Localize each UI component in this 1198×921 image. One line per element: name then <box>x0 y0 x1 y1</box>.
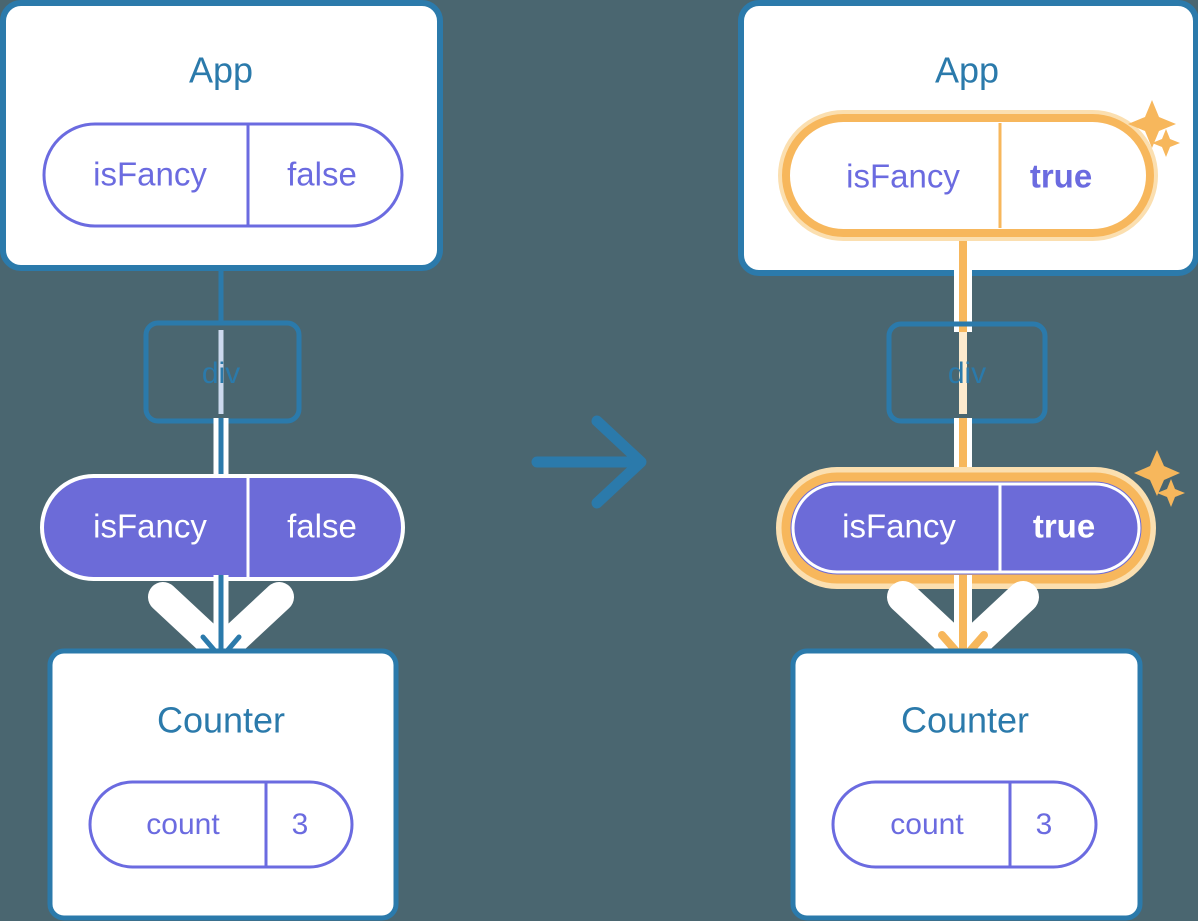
app-title-left: App <box>189 50 253 91</box>
counter-state-pill-value-right: 3 <box>1036 808 1053 841</box>
props-pill-key-left: isFancy <box>93 508 207 545</box>
div-label-right: div <box>948 357 986 390</box>
app-state-pill-key-right: isFancy <box>846 158 960 195</box>
sparkles-icon-props-right <box>1134 450 1185 507</box>
counter-title-right: Counter <box>901 700 1029 741</box>
counter-state-pill-key-left: count <box>146 808 220 841</box>
app-state-pill-value-left: false <box>287 156 357 193</box>
sparkles-icon-app-right <box>1128 100 1180 157</box>
props-pill-key-right: isFancy <box>842 508 956 545</box>
props-pill-value-right: true <box>1033 508 1095 545</box>
app-state-pill-key-left: isFancy <box>93 156 207 193</box>
app-state-pill-value-right: true <box>1030 158 1092 195</box>
app-state-pill-left <box>42 122 404 228</box>
props-pill-value-left: false <box>287 508 357 545</box>
counter-state-pill-value-left: 3 <box>292 808 309 841</box>
props-pill-right <box>791 482 1141 574</box>
app-title-right: App <box>935 50 999 91</box>
counter-state-pill-right <box>831 780 1098 869</box>
div-label-left: div <box>202 357 240 390</box>
app-state-pill-right <box>782 114 1154 237</box>
counter-state-pill-key-right: count <box>890 808 964 841</box>
counter-title-left: Counter <box>157 700 285 741</box>
counter-state-pill-left <box>88 780 354 869</box>
transition-arrow-icon <box>531 415 647 509</box>
